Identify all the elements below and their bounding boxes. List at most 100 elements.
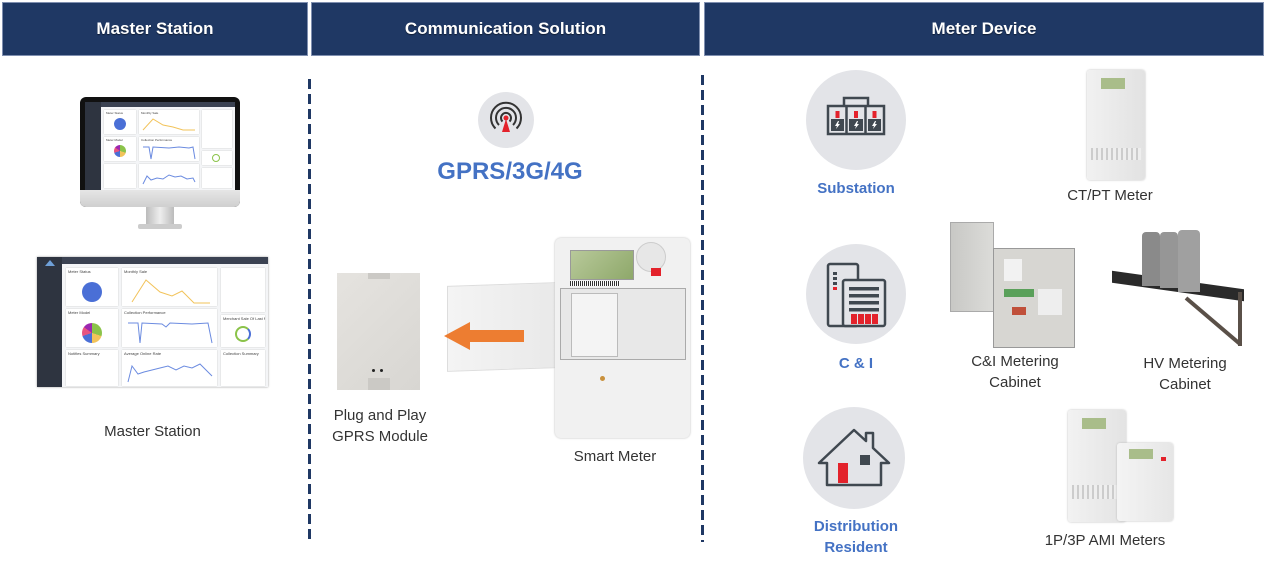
meter-lcd: [1082, 418, 1106, 429]
caption-line: Cabinet: [989, 374, 1041, 391]
gprs-module-image: [337, 273, 420, 390]
meter-barcode: [570, 281, 620, 286]
module-notch-top: [368, 273, 390, 279]
panel-title: Collection Performance: [141, 138, 173, 142]
monitor-chin: [80, 190, 240, 207]
pie-chart: [82, 323, 102, 343]
pie-chart: [82, 282, 102, 302]
cabinet-component: [1012, 307, 1026, 315]
antenna-icon: [490, 101, 522, 132]
meter-terminals: [1072, 485, 1122, 499]
building-icon-circle: [806, 244, 906, 344]
line-chart: [131, 279, 210, 304]
panel-notice: [202, 110, 232, 148]
ct-pt-meter-image: [1087, 70, 1145, 180]
meter-dial: [636, 242, 666, 272]
donut-chart: [235, 326, 251, 342]
smart-meter-caption: Smart Meter: [573, 448, 657, 465]
logo-icon: [44, 260, 55, 266]
meter-lcd: [1129, 449, 1153, 459]
panel-collection-performance: Collection Performance: [139, 137, 199, 161]
line-chart: [142, 118, 195, 131]
panel-monthly-sale: Monthly Sale: [139, 110, 199, 134]
label-line: Distribution: [813, 518, 899, 535]
hv-insulator: [1160, 232, 1178, 288]
panel-title: Monthly Sale: [124, 269, 148, 274]
panel-meter-model: Meter Model: [66, 309, 118, 347]
hv-insulator: [1178, 230, 1200, 292]
label-line: Resident: [824, 539, 888, 556]
caption-line: Plug and Play: [333, 407, 427, 424]
header-label: Communication Solution: [404, 19, 607, 38]
category-ci-label: C & I: [838, 355, 874, 372]
cabinet-terminal-block: [1004, 289, 1034, 297]
dashboard-topbar: [62, 257, 268, 264]
building-icon: [826, 262, 887, 328]
monitor-stand: [146, 207, 174, 225]
panel-title: Collection Summary: [223, 351, 259, 356]
cabinet-meter: [1004, 259, 1022, 281]
dashboard-topbar: [101, 102, 235, 107]
line-chart: [127, 363, 213, 383]
monitor-dashboard: Meter Status Monthly Sale Meter Model Co…: [85, 102, 235, 190]
line-chart: [143, 146, 196, 160]
divider-left: [308, 79, 311, 542]
line-chart: [128, 322, 213, 344]
panel-title: Average Online Rate: [124, 351, 162, 356]
header-master-station: Master Station: [2, 2, 308, 56]
module-led: [372, 369, 375, 372]
monitor: Meter Status Monthly Sale Meter Model Co…: [80, 97, 240, 207]
line-chart: [142, 174, 196, 185]
arrow-left-icon: [444, 322, 524, 350]
panel-merchant-sale: [202, 151, 232, 165]
panel-meter-status: Meter Status: [66, 268, 118, 306]
panel-title: Meter Status: [106, 111, 124, 115]
panel-notice: [221, 268, 265, 312]
dashboard-sidebar: [85, 102, 101, 190]
caption-line: Cabinet: [1159, 376, 1211, 393]
monitor-base: [138, 224, 182, 229]
house-icon: [817, 428, 891, 487]
meter-lcd: [1101, 78, 1125, 89]
pie-chart: [114, 145, 126, 157]
panel-meter-status: Meter Status: [104, 110, 136, 134]
divider-right: [701, 75, 704, 542]
panel-title: Meter Model: [68, 310, 91, 315]
cabinet-closed: [950, 222, 994, 312]
panel-title: Notifies Summary: [68, 351, 100, 356]
product-hv-cabinet-caption: HV Metering Cabinet: [1125, 353, 1245, 395]
cabinet-breaker: [1038, 289, 1062, 315]
meter-terminal-bay: [560, 288, 686, 360]
donut-chart: [212, 154, 220, 162]
panel-notifies-summary: Notifies Summary: [66, 350, 118, 386]
substation-icon: [826, 96, 886, 136]
panel-meter-model: Meter Model: [104, 137, 136, 161]
header-label: Master Station: [96, 19, 214, 38]
hv-bracket: [1184, 292, 1242, 346]
house-icon-circle: [803, 407, 905, 509]
panel-title: Collection Performance: [124, 310, 166, 315]
panel-collection-summary: [202, 168, 232, 188]
header-communication-solution: Communication Solution: [311, 2, 700, 56]
substation-icon-circle: [806, 70, 906, 170]
header-meter-device: Meter Device: [704, 2, 1264, 56]
panel-title: Monthly Sale: [141, 111, 159, 115]
single-phase-meter: [1117, 443, 1173, 521]
panel-collection-summary: Collection Summary: [221, 350, 265, 386]
dashboard-screenshot: Meter Status Monthly Sale Meter Model Co…: [37, 257, 268, 387]
master-station-caption: Master Station: [104, 423, 201, 440]
meter-red-button: [651, 268, 661, 276]
network-label: GPRS/3G/4G: [437, 158, 583, 185]
gprs-module-caption: Plug and Play GPRS Module: [320, 405, 440, 447]
panel-title: Merchant Sale Of Last Month: [223, 316, 265, 321]
panel-monthly-sale: Monthly Sale: [122, 268, 217, 306]
product-ci-cabinet-caption: C&I Metering Cabinet: [955, 351, 1075, 393]
panel-title: Meter Status: [68, 269, 91, 274]
caption-line: GPRS Module: [332, 428, 428, 445]
meter-lcd: [570, 250, 634, 280]
meter-terminals: [1091, 148, 1141, 160]
antenna-icon-circle: [478, 92, 534, 148]
meter-module-slot: [571, 293, 618, 357]
module-led: [380, 369, 383, 372]
product-ct-pt-meter-caption: CT/PT Meter: [1067, 187, 1153, 204]
